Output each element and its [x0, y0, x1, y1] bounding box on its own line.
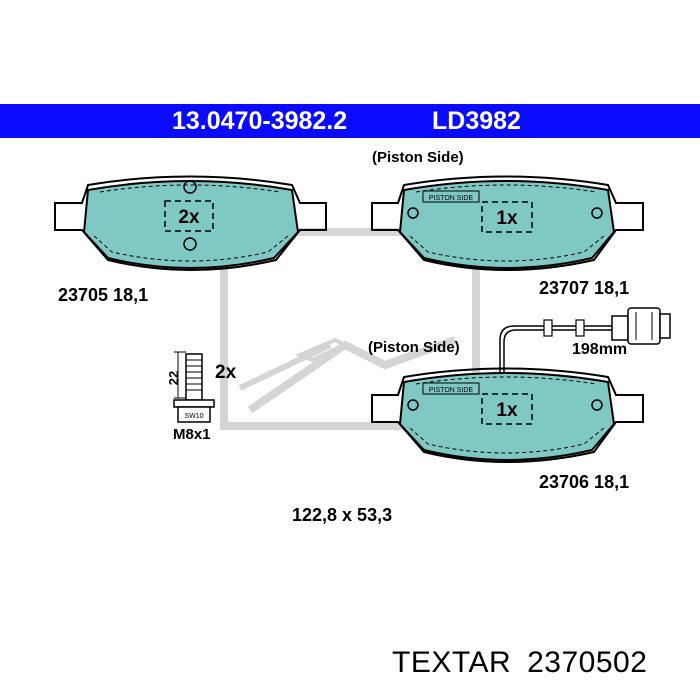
pad-bottom-right-label: 23706 18,1: [539, 472, 629, 492]
brand-name: TEXTAR: [392, 646, 512, 679]
pad-top-right-label: 23707 18,1: [539, 278, 629, 298]
bolt-length: 22: [166, 371, 181, 385]
wire-length: 198mm: [572, 341, 627, 358]
ld-code: LD3982: [432, 107, 521, 135]
pad-dimensions: 122,8 x 53,3: [292, 505, 392, 525]
part-number-banner: 13.0470-3982.2 LD3982: [0, 104, 700, 138]
bolt-head-mark: SW10: [184, 413, 203, 420]
pad-bottom-right-qty: 1x: [496, 400, 518, 421]
pad-top-right: (Piston Side) PISTON SIDE 1x 23707 18,1: [371, 149, 644, 298]
pad-top-right-stamp: PISTON SIDE: [429, 195, 474, 202]
pad-top-right-side-label: (Piston Side): [372, 149, 464, 166]
part-number: 13.0470-3982.2: [172, 107, 348, 135]
bolt-thread: M8x1: [173, 426, 211, 443]
bolt-qty: 2x: [215, 362, 237, 383]
pad-top-left: 2x 23705 18,1: [54, 175, 327, 305]
pad-top-left-label: 23705 18,1: [58, 285, 148, 305]
article-number: 2370502: [527, 646, 648, 679]
pad-top-right-qty: 1x: [496, 208, 518, 229]
bolt: 22 SW10 2x M8x1: [166, 351, 237, 443]
pad-friction-bottom-right: [398, 372, 616, 461]
pad-bottom-right-stamp: PISTON SIDE: [429, 387, 474, 394]
pad-bottom-right-side-label: (Piston Side): [368, 339, 460, 356]
wear-sensor: 198mm: [499, 307, 671, 383]
footer-brand-article: TEXTAR 2370502: [392, 646, 663, 680]
pad-friction-top-right: [398, 180, 616, 269]
pad-top-left-qty: 2x: [178, 207, 200, 228]
pad-friction-top-left: [82, 180, 300, 269]
pad-bottom-right: (Piston Side) PISTON SIDE 1x 23706 18,1: [368, 339, 644, 492]
watermark-logo: [220, 228, 480, 430]
